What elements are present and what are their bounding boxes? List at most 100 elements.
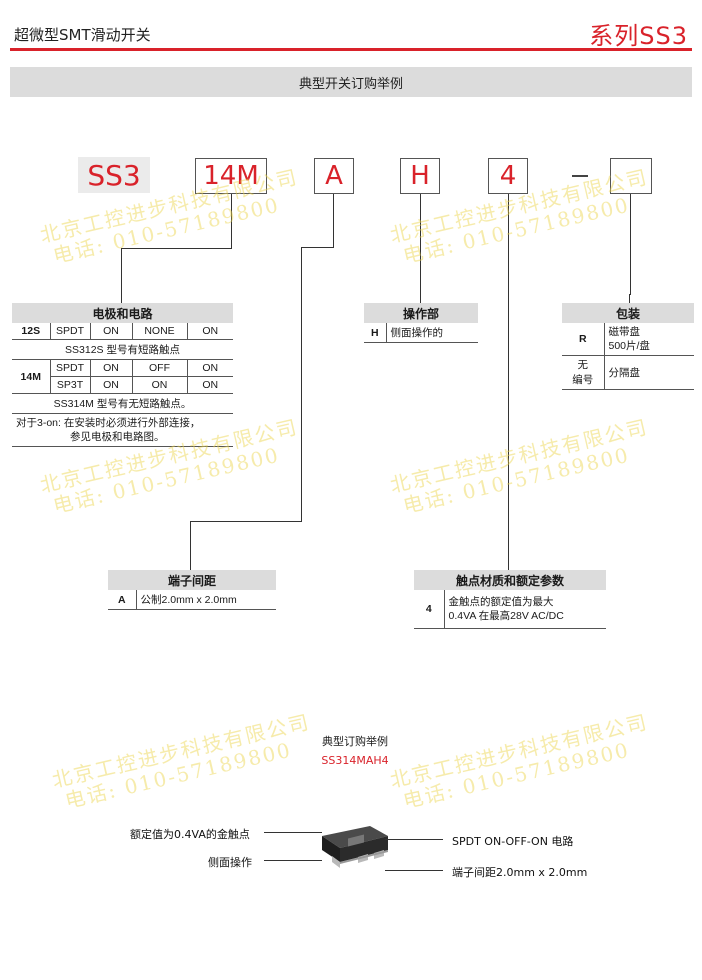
table-cell: SPDT — [49, 359, 90, 377]
table-row: R 磁带盘 500片/盘 — [562, 323, 694, 357]
table-row: 12S SPDT ON NONE ON — [12, 323, 233, 340]
table-cell: SP3T — [49, 376, 90, 394]
switch-illustration — [322, 826, 388, 868]
cell-line: 无 — [577, 359, 589, 372]
table-row: SS312S 型号有短路触点 — [12, 339, 233, 360]
table-cell: 分隔盘 — [603, 355, 694, 390]
connector-package-v1 — [630, 194, 631, 295]
callout-operation-line — [264, 860, 322, 861]
code-box-operation: H — [400, 158, 440, 194]
watermark: 北京工控进步科技有限公司 电话: 010-57189800 — [387, 414, 656, 520]
package-table-title: 包装 — [562, 303, 694, 323]
table-row: 14M SPDT ON OFF ON — [12, 359, 233, 394]
watermark-company: 北京工控进步科技有限公司 — [387, 414, 651, 498]
table-cell: R — [562, 323, 604, 357]
callout-terminal: 端子间距2.0mm x 2.0mm — [452, 866, 588, 879]
connector-contact-v — [508, 194, 509, 570]
table-cell: ON — [186, 376, 233, 394]
watermark-phone: 电话: 010-57189800 — [62, 737, 295, 814]
connector-terminal-v1 — [333, 194, 334, 248]
example-code: SS314MAH4 — [321, 754, 389, 767]
connector-circuit-v2 — [121, 248, 122, 303]
series-title: 系列SS3 — [589, 22, 688, 50]
document-title: 超微型SMT滑动开关 — [14, 26, 151, 44]
callout-circuit-line — [385, 839, 443, 840]
watermark-phone: 电话: 010-57189800 — [400, 737, 633, 814]
table-cell: 14M — [12, 359, 50, 394]
table-cell: ON — [131, 376, 187, 394]
table-row: SP3T ON ON ON — [12, 376, 233, 394]
table-note: 对于3-on: 在安装时必须进行外部连接， 参见电极和电路图。 — [12, 413, 233, 448]
callout-contacts: 额定值为0.4VA的金触点 — [130, 828, 250, 841]
terminal-table-title: 端子间距 — [108, 570, 276, 590]
watermark: 北京工控进步科技有限公司 电话: 010-57189800 — [387, 709, 656, 815]
table-row: A 公制2.0mm x 2.0mm — [108, 590, 276, 610]
connector-circuit-h — [121, 248, 232, 249]
connector-operation-v — [420, 194, 421, 303]
table-row: 4 金触点的额定值为最大 0.4VA 在最高28V AC/DC — [414, 590, 606, 630]
table-cell: ON — [186, 323, 233, 340]
circuit-table-title: 电极和电路 — [12, 303, 233, 323]
code-box-package — [610, 158, 652, 194]
code-box-contact: 4 — [488, 158, 528, 194]
table-cell: 12S — [12, 323, 50, 340]
callout-operation: 侧面操作 — [208, 856, 252, 869]
header-rule — [10, 48, 692, 51]
contact-table-title: 触点材质和额定参数 — [414, 570, 606, 590]
circuit-table: 电极和电路 12S SPDT ON NONE ON SS312S 型号有短路触点… — [12, 303, 233, 448]
callout-terminal-line — [385, 870, 443, 871]
watermark-phone: 电话: 010-57189800 — [400, 192, 633, 269]
table-row: SS314M 型号有无短路触点。 — [12, 393, 233, 414]
operation-table: 操作部 H 侧面操作的 — [364, 303, 478, 343]
connector-terminal-v2 — [301, 247, 302, 522]
cell-line: 500片/盘 — [608, 340, 650, 353]
cell-line: 0.4VA 在最高28V AC/DC — [448, 610, 564, 623]
package-table: 包装 R 磁带盘 500片/盘 无 编号 分隔盘 — [562, 303, 694, 390]
table-cell: OFF — [131, 359, 187, 377]
table-cell: 4 — [414, 590, 444, 630]
table-cell: ON — [186, 359, 233, 377]
code-box-terminal: A — [314, 158, 354, 194]
watermark-phone: 电话: 010-57189800 — [400, 442, 633, 519]
table-cell: A — [108, 590, 136, 610]
callout-circuit: SPDT ON-OFF-ON 电路 — [452, 835, 574, 848]
terminal-table: 端子间距 A 公制2.0mm x 2.0mm — [108, 570, 276, 610]
table-cell: 侧面操作的 — [385, 323, 478, 343]
table-cell: ON — [89, 323, 132, 340]
table-cell: 公制2.0mm x 2.0mm — [135, 590, 276, 610]
callout-contacts-line — [264, 832, 322, 833]
watermark-phone: 电话: 010-57189800 — [50, 442, 283, 519]
watermark: 北京工控进步科技有限公司 电话: 010-57189800 — [49, 709, 318, 815]
contact-table: 触点材质和额定参数 4 金触点的额定值为最大 0.4VA 在最高28V AC/D… — [414, 570, 606, 630]
table-cell: 磁带盘 500片/盘 — [603, 323, 694, 357]
watermark-company: 北京工控进步科技有限公司 — [49, 709, 313, 793]
table-cell: 无 编号 — [562, 355, 604, 390]
table-cell: H — [364, 323, 386, 343]
watermark-phone: 电话: 010-57189800 — [50, 192, 283, 269]
example-title: 典型订购举例 — [322, 735, 388, 748]
code-prefix: SS3 — [78, 157, 150, 193]
table-row: 对于3-on: 在安装时必须进行外部连接， 参见电极和电路图。 — [12, 413, 233, 448]
table-row: 无 编号 分隔盘 — [562, 355, 694, 390]
connector-terminal-h1 — [301, 247, 334, 248]
code-box-circuit: 14M — [195, 158, 267, 194]
cell-line: 磁带盘 — [608, 326, 641, 338]
connector-package-v2 — [629, 294, 630, 303]
table-cell: 金触点的额定值为最大 0.4VA 在最高28V AC/DC — [443, 590, 606, 630]
note-line: 对于3-on: 在安装时必须进行外部连接， — [16, 417, 201, 429]
connector-circuit-v1 — [231, 194, 232, 249]
connector-terminal-v3 — [190, 521, 191, 570]
watermark-company: 北京工控进步科技有限公司 — [387, 709, 651, 793]
connector-terminal-h2 — [190, 521, 302, 522]
table-cell: ON — [89, 359, 132, 377]
table-cell: ON — [89, 376, 132, 394]
table-cell: NONE — [131, 323, 187, 340]
note-line: 参见电极和电路图。 — [70, 431, 165, 444]
table-cell: SPDT — [49, 323, 90, 340]
cell-line: 编号 — [572, 373, 594, 386]
operation-table-title: 操作部 — [364, 303, 478, 323]
table-note: SS312S 型号有短路触点 — [12, 339, 233, 360]
table-row: H 侧面操作的 — [364, 323, 478, 343]
table-note: SS314M 型号有无短路触点。 — [12, 393, 233, 414]
code-dash — [572, 175, 588, 177]
